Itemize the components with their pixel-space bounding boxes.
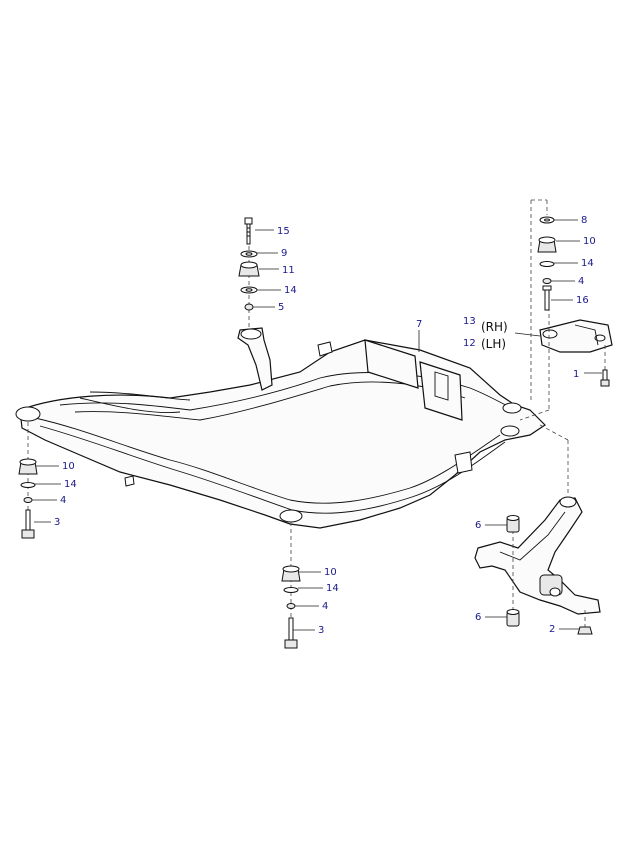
callout-3-center: 3 bbox=[318, 625, 324, 636]
callout-14-left: 14 bbox=[64, 479, 77, 490]
rh-label: (RH) bbox=[481, 320, 508, 334]
callout-7: 7 bbox=[416, 319, 422, 330]
arm-bushings bbox=[506, 515, 593, 635]
callout-labels: 15 9 11 14 5 7 10 14 4 3 10 14 4 3 8 10 … bbox=[54, 215, 596, 636]
lower-control-arm bbox=[474, 496, 601, 615]
rh-lh-bracket bbox=[539, 319, 613, 353]
callout-6-top: 6 bbox=[475, 520, 481, 531]
lh-label: (LH) bbox=[481, 337, 506, 351]
callout-6-bottom: 6 bbox=[475, 612, 481, 623]
right-top-stack bbox=[537, 216, 610, 387]
callout-1: 1 bbox=[573, 369, 579, 380]
callout-9: 9 bbox=[281, 248, 287, 259]
leader-lines bbox=[32, 219, 602, 631]
callout-4-center: 4 bbox=[322, 601, 328, 612]
callout-14-center: 14 bbox=[326, 583, 339, 594]
callout-12: 12 bbox=[463, 338, 476, 349]
callout-10-left: 10 bbox=[62, 461, 75, 472]
callout-3-left: 3 bbox=[54, 517, 60, 528]
callout-16: 16 bbox=[576, 295, 589, 306]
callout-13: 13 bbox=[463, 316, 476, 327]
callout-10-center: 10 bbox=[324, 567, 337, 578]
callout-2: 2 bbox=[549, 624, 555, 635]
callout-10-right: 10 bbox=[583, 236, 596, 247]
left-stack bbox=[18, 458, 38, 539]
callout-4-right: 4 bbox=[578, 276, 584, 287]
callout-4-left: 4 bbox=[60, 495, 66, 506]
callout-14-right: 14 bbox=[581, 258, 594, 269]
callout-15: 15 bbox=[277, 226, 290, 237]
callout-8: 8 bbox=[581, 215, 587, 226]
callout-5: 5 bbox=[278, 302, 284, 313]
callout-14-top: 14 bbox=[284, 285, 297, 296]
center-stack bbox=[281, 565, 301, 649]
assembly-lines bbox=[27, 199, 606, 628]
top-center-stack bbox=[238, 217, 260, 311]
callout-11: 11 bbox=[282, 265, 295, 276]
crossmember-frame bbox=[15, 327, 546, 529]
